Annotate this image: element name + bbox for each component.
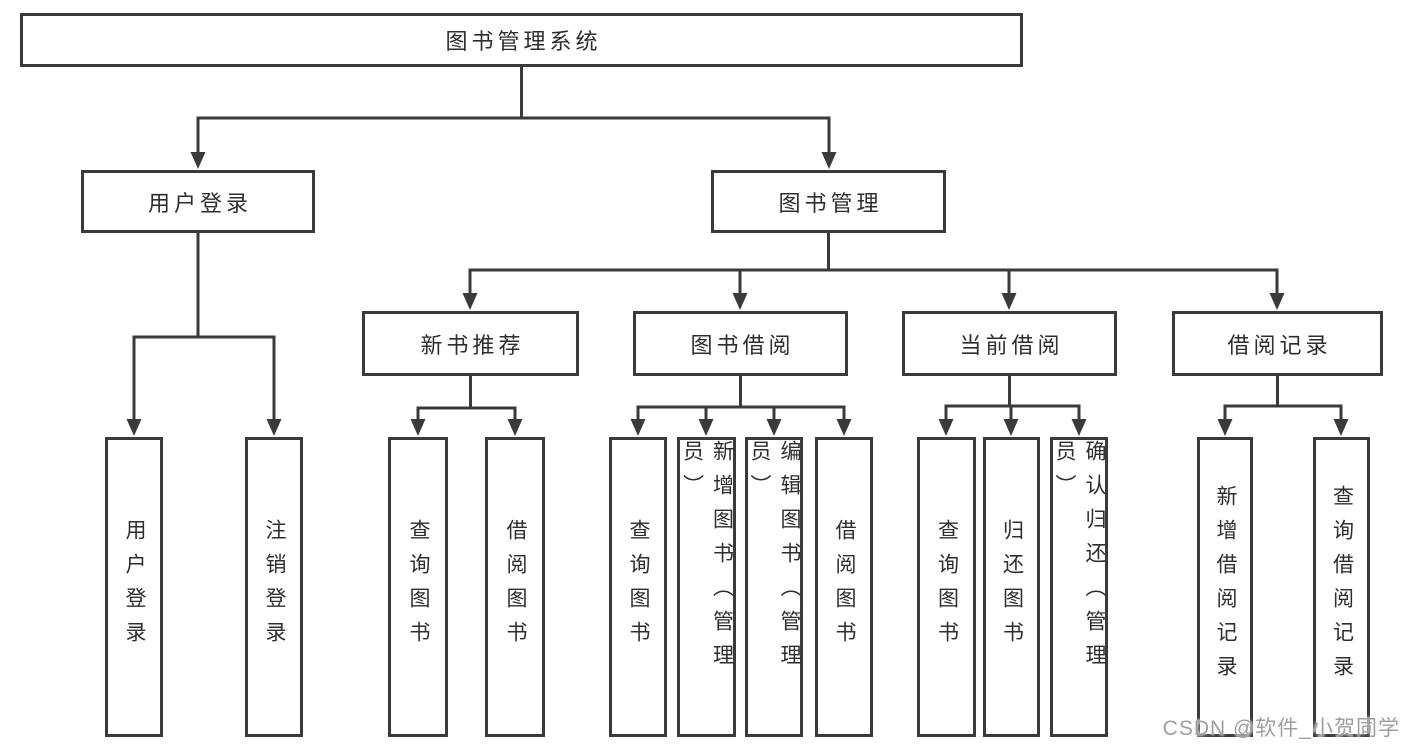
leaf-query-book-borrow: 查询图书 bbox=[609, 437, 667, 737]
leaf-query-borrow-record: 查询借阅记录 bbox=[1313, 437, 1370, 737]
leaf-add-book-admin: 新增图书（管理员） bbox=[677, 437, 736, 737]
node-root: 图书管理系统 bbox=[20, 13, 1023, 67]
node-current-borrow: 当前借阅 bbox=[902, 311, 1117, 376]
node-user-login: 用户登录 bbox=[81, 170, 315, 233]
leaf-borrow-book-recommend: 借阅图书 bbox=[485, 437, 545, 737]
leaf-confirm-return-admin: 确认归还（管理员） bbox=[1050, 437, 1108, 737]
leaf-logout: 注销登录 bbox=[245, 437, 303, 737]
node-book-borrow: 图书借阅 bbox=[633, 311, 848, 376]
node-borrow-records: 借阅记录 bbox=[1172, 311, 1383, 376]
leaf-query-book-current: 查询图书 bbox=[917, 437, 976, 737]
leaf-return-book: 归还图书 bbox=[983, 437, 1040, 737]
leaf-user-login: 用户登录 bbox=[105, 437, 163, 737]
leaf-borrow-book: 借阅图书 bbox=[815, 437, 873, 737]
node-new-book-recommend: 新书推荐 bbox=[362, 311, 579, 376]
leaf-query-book-recommend: 查询图书 bbox=[388, 437, 448, 737]
leaf-edit-book-admin: 编辑图书（管理员） bbox=[745, 437, 803, 737]
watermark: CSDN @软件_小贺同学 bbox=[1162, 717, 1400, 740]
node-book-management: 图书管理 bbox=[711, 170, 946, 233]
leaf-add-borrow-record: 新增借阅记录 bbox=[1197, 437, 1253, 737]
